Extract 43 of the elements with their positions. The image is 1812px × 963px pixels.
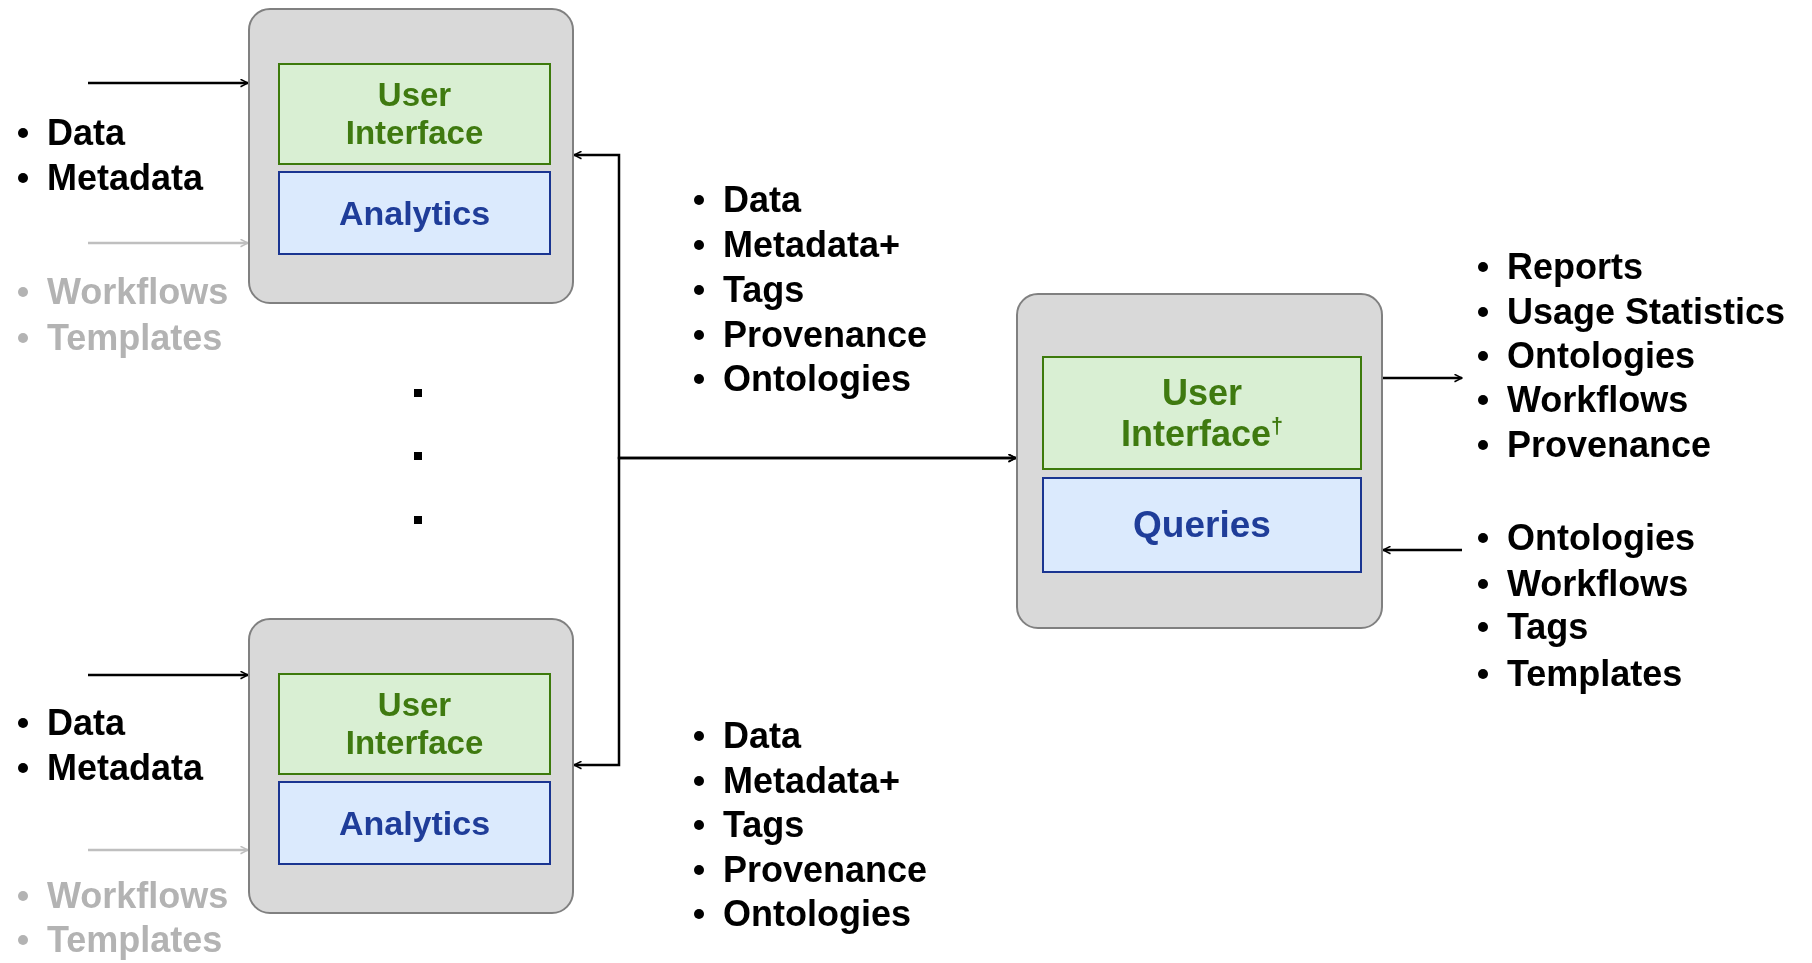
module-box: Analytics <box>278 171 551 255</box>
list-item: Metadata+ <box>693 761 901 801</box>
list-item: Reports <box>1477 247 1644 287</box>
list-item: Provenance <box>1477 425 1712 465</box>
list-item: Metadata+ <box>693 225 901 265</box>
module-box: Queries <box>1042 477 1362 573</box>
module-box: Analytics <box>278 781 551 865</box>
arrow <box>1382 545 1462 555</box>
list-item: Templates <box>1477 654 1683 694</box>
user-interface-box: User Interface$^{†}$ <box>1042 356 1362 470</box>
list-item: Data <box>17 703 126 743</box>
arrow <box>88 845 249 855</box>
user-interface-box: User Interface <box>278 673 551 775</box>
arrow <box>88 670 249 680</box>
list-item: Workflows <box>1477 564 1689 604</box>
list-item: Tags <box>1477 607 1589 647</box>
list-item: Data <box>17 113 126 153</box>
list-item: Ontologies <box>1477 336 1695 376</box>
list-item: Data <box>693 716 802 756</box>
list-item: Templates <box>17 318 223 358</box>
list-item: Ontologies <box>693 894 911 934</box>
user-interface-box: User Interface <box>278 63 551 165</box>
list-item: Data <box>693 180 802 220</box>
list-item: Workflows <box>17 272 229 312</box>
list-item: Ontologies <box>1477 518 1695 558</box>
list-item: Metadata <box>17 748 204 788</box>
list-item: Tags <box>693 270 805 310</box>
list-item: Templates <box>17 920 223 960</box>
list-item: Ontologies <box>693 359 911 399</box>
arrow <box>88 238 249 248</box>
arrow <box>1383 373 1463 383</box>
list-item: Provenance <box>693 850 928 890</box>
list-item: Metadata <box>17 158 204 198</box>
arrow <box>573 453 1017 770</box>
list-item: Workflows <box>17 876 229 916</box>
list-item: Workflows <box>1477 380 1689 420</box>
system-panel <box>1016 293 1383 629</box>
arrow <box>88 78 249 88</box>
list-item: Tags <box>693 805 805 845</box>
list-item: Provenance <box>693 315 928 355</box>
list-item: Usage Statistics <box>1477 292 1786 332</box>
system-panel <box>248 618 574 914</box>
system-panel <box>248 8 574 304</box>
